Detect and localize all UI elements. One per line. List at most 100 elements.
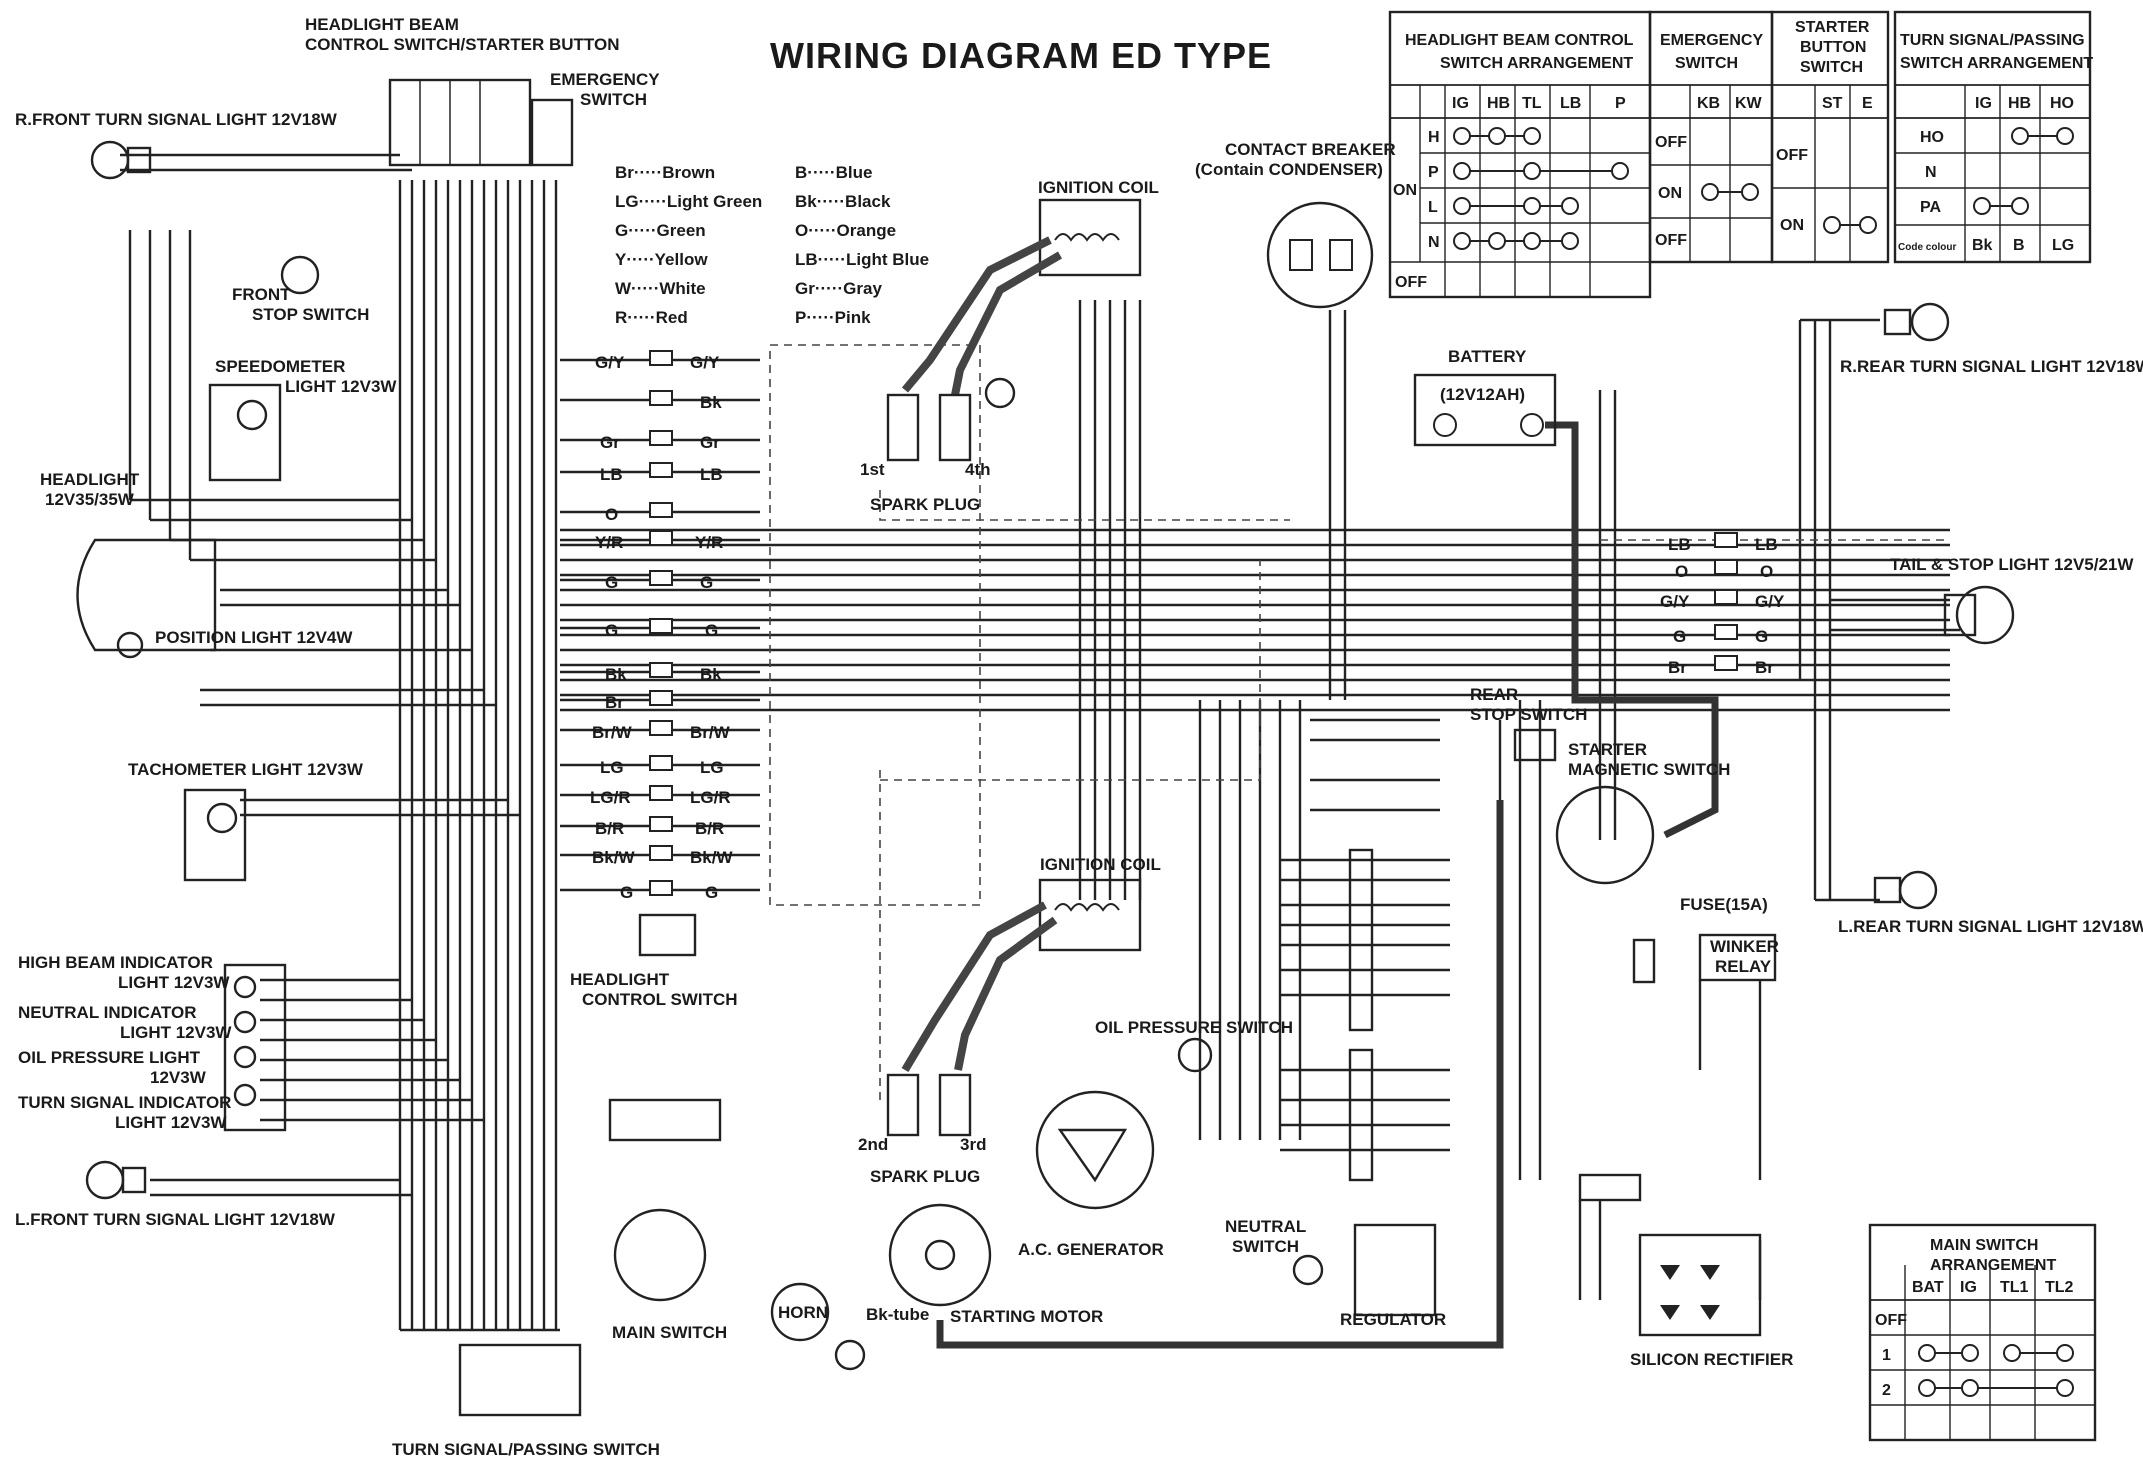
battery: BATTERY (12V12AH) (1413, 347, 1557, 447)
legend-left-1: LG·····Light Green (615, 192, 762, 211)
headlight-beam-switch-label-2: CONTROL SWITCH/STARTER BUTTON (305, 35, 619, 54)
turn-table-footer-1: Bk (1972, 237, 1993, 254)
turn-table-row-2: PA (1920, 199, 1941, 216)
emergency-table-row-1: ON (1658, 185, 1682, 202)
starter-button-table: STARTER BUTTON SWITCH ST E OFF ON (1770, 10, 1890, 264)
spark-plug-bottom-2nd: 2nd (858, 1135, 888, 1154)
spark-plug-bottom-3rd: 3rd (960, 1135, 986, 1154)
connector-left-3: LB (600, 465, 623, 484)
emergency-table-col-1: KW (1735, 95, 1763, 112)
ignition-coil-bottom-label: IGNITION COIL (1040, 855, 1161, 874)
starter-table-title-3: SWITCH (1800, 59, 1863, 76)
main-switch-table-col-3: TL2 (2045, 1279, 2074, 1296)
connector-right-2: Gr (700, 433, 720, 452)
connector-row: LG LG (600, 755, 724, 777)
horn-label: HORN (778, 1303, 828, 1322)
connector-row: Br (605, 690, 673, 712)
connector-right-14: Bk/W (690, 848, 733, 867)
turn-signal-table: TURN SIGNAL/PASSING SWITCH ARRANGEMENT I… (1893, 10, 2093, 264)
connector-right-11: LG (700, 758, 724, 777)
headlight-control-switch: HEADLIGHT CONTROL SWITCH (570, 913, 738, 1009)
connector-right-12: LG/R (690, 788, 731, 807)
l-rear-turn-signal: L.REAR TURN SIGNAL LIGHT 12V18W (1838, 870, 2143, 936)
ignition-coil-top-label: IGNITION COIL (1038, 178, 1159, 197)
starting-motor: STARTING MOTOR (888, 1203, 1103, 1326)
headlight-table-row-0: H (1428, 129, 1440, 146)
neutral-switch-label-2: SWITCH (1232, 1237, 1299, 1256)
regulator-label: REGULATOR (1340, 1310, 1446, 1329)
l-rear-turn-signal-label: L.REAR TURN SIGNAL LIGHT 12V18W (1838, 917, 2143, 936)
headlight-label-1: HEADLIGHT (40, 470, 140, 489)
emergency-table-title-2: SWITCH (1675, 55, 1738, 72)
neutral-indicator-label-2: LIGHT 12V3W (120, 1023, 232, 1042)
connector-right-6: G (700, 573, 713, 592)
starter-table-row-1: ON (1780, 217, 1804, 234)
main-switch-table-title-1: MAIN SWITCH (1930, 1237, 2038, 1254)
connector-strip-center (1348, 848, 1374, 1182)
starter-magnetic-switch-label-1: STARTER (1568, 740, 1647, 759)
connector-right-0: G/Y (690, 353, 720, 372)
rear-stop-switch-label-2: STOP SWITCH (1470, 705, 1587, 724)
legend-right-4: Gr·····Gray (795, 279, 882, 298)
starter-table-col-0: ST (1822, 95, 1843, 112)
connector-left-7: G (605, 621, 618, 640)
headlight-beam-table: HEADLIGHT BEAM CONTROL SWITCH ARRANGEMEN… (1388, 10, 1652, 299)
spark-plug-top-4th: 4th (965, 460, 991, 479)
connector-right-7: G (705, 621, 718, 640)
headlight-table-col-3: LB (1560, 95, 1581, 112)
bk-tube: Bk-tube (834, 1305, 929, 1371)
connector-left-4: O (605, 505, 618, 524)
connector-left-11: LG (600, 758, 624, 777)
starting-motor-label: STARTING MOTOR (950, 1307, 1103, 1326)
legend-left-0: Br·····Brown (615, 163, 715, 182)
ac-generator: A.C. GENERATOR (1018, 1090, 1164, 1259)
starter-table-title-1: STARTER (1795, 19, 1870, 36)
emergency-table: EMERGENCY SWITCH KB KW OFF ON OFF (1648, 10, 1774, 264)
tail-stop-light-label: TAIL & STOP LIGHT 12V5/21W (1890, 555, 2134, 574)
starter-table-title-2: BUTTON (1800, 39, 1866, 56)
headlight-table-title-2: SWITCH ARRANGEMENT (1440, 55, 1633, 72)
headlight-table-contacts (1453, 127, 1629, 250)
main-switch-table-col-1: IG (1960, 1279, 1977, 1296)
starter-magnetic-switch-label-2: MAGNETIC SWITCH (1568, 760, 1730, 779)
diagram-title: WIRING DIAGRAM ED TYPE (770, 35, 1272, 76)
ac-generator-label: A.C. GENERATOR (1018, 1240, 1164, 1259)
main-switch-table-row-2: 2 (1882, 1382, 1891, 1399)
spark-plugs-top: 1st 4th SPARK PLUG (860, 377, 1016, 514)
speedometer-light: SPEEDOMETER LIGHT 12V3W (208, 357, 397, 482)
rear-connector-left-3: G (1673, 627, 1686, 646)
rear-connector-right-0: LB (1755, 535, 1778, 554)
main-switch-label: MAIN SWITCH (612, 1323, 727, 1342)
legend-right-3: LB·····Light Blue (795, 250, 929, 269)
l-front-turn-signal-label: L.FRONT TURN SIGNAL LIGHT 12V18W (15, 1210, 336, 1229)
rear-connector-right-4: Br (1755, 658, 1774, 677)
legend-left-2: G·····Green (615, 221, 706, 240)
neutral-switch-label-1: NEUTRAL (1225, 1217, 1306, 1236)
starter-table-col-1: E (1862, 95, 1873, 112)
neutral-switch: NEUTRAL SWITCH (1225, 1217, 1324, 1286)
headlight-table-col-0: IG (1452, 95, 1469, 112)
emergency-table-col-0: KB (1697, 95, 1720, 112)
contact-breaker: CONTACT BREAKER (Contain CONDENSER) (1195, 140, 1396, 309)
turn-table-footer-3: LG (2052, 237, 2074, 254)
headlight-table-row-1: P (1428, 164, 1439, 181)
turn-table-col-2: HO (2050, 95, 2074, 112)
spark-plug-top-label: SPARK PLUG (870, 495, 980, 514)
headlight: HEADLIGHT 12V35/35W POSITION LIGHT 12V4W (40, 470, 353, 659)
main-switch-table-col-2: TL1 (2000, 1279, 2029, 1296)
main-switch-table-row-0: OFF (1875, 1312, 1907, 1329)
headlight-table-col-2: TL (1522, 95, 1542, 112)
wire-color-legend: Br·····Brown LG·····Light Green G·····Gr… (615, 163, 929, 327)
starter-magnetic-switch: STARTER MAGNETIC SWITCH (1555, 740, 1730, 885)
legend-right-0: B·····Blue (795, 163, 872, 182)
